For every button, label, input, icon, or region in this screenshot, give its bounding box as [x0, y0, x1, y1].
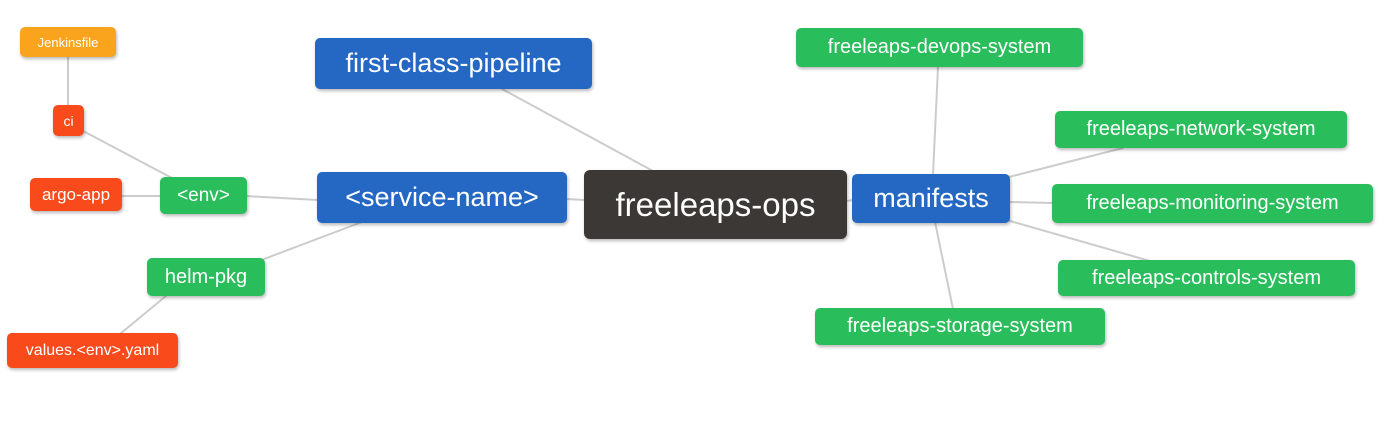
node-freeleaps-ops[interactable]: freeleaps-ops: [584, 170, 847, 239]
node-freeleaps-storage-system[interactable]: freeleaps-storage-system: [815, 308, 1105, 345]
node-argo-app[interactable]: argo-app: [30, 178, 122, 211]
edge-manifests-controls: [1009, 220, 1151, 262]
node-freeleaps-monitoring-system[interactable]: freeleaps-monitoring-system: [1052, 184, 1373, 223]
node-freeleaps-network-system[interactable]: freeleaps-network-system: [1055, 111, 1347, 148]
node-values-env-yaml[interactable]: values.<env>.yaml: [7, 333, 178, 368]
node-jenkinsfile[interactable]: Jenkinsfile: [20, 27, 116, 57]
edge-env-ci: [84, 131, 173, 179]
edge-service-name-env: [245, 195, 319, 201]
edge-service-name-helm-pkg: [263, 221, 363, 260]
edge-manifests-monitoring: [1009, 201, 1054, 204]
node-env[interactable]: <env>: [160, 177, 247, 214]
node-manifests[interactable]: manifests: [852, 174, 1010, 223]
node-ci[interactable]: ci: [53, 105, 84, 136]
edge-ops-service-name: [565, 198, 586, 201]
node-first-class-pipeline[interactable]: first-class-pipeline: [315, 38, 592, 89]
node-freeleaps-devops-system[interactable]: freeleaps-devops-system: [796, 28, 1083, 67]
edge-ops-first-class: [501, 88, 654, 172]
node-helm-pkg[interactable]: helm-pkg: [147, 258, 265, 296]
edge-manifests-devops: [932, 66, 939, 176]
edge-manifests-network: [1008, 147, 1124, 178]
node-freeleaps-controls-system[interactable]: freeleaps-controls-system: [1058, 260, 1355, 296]
node-service-name[interactable]: <service-name>: [317, 172, 567, 223]
edge-helm-pkg-values: [119, 295, 167, 335]
edge-manifests-storage: [934, 221, 954, 310]
edge-ops-manifests: [845, 199, 854, 202]
